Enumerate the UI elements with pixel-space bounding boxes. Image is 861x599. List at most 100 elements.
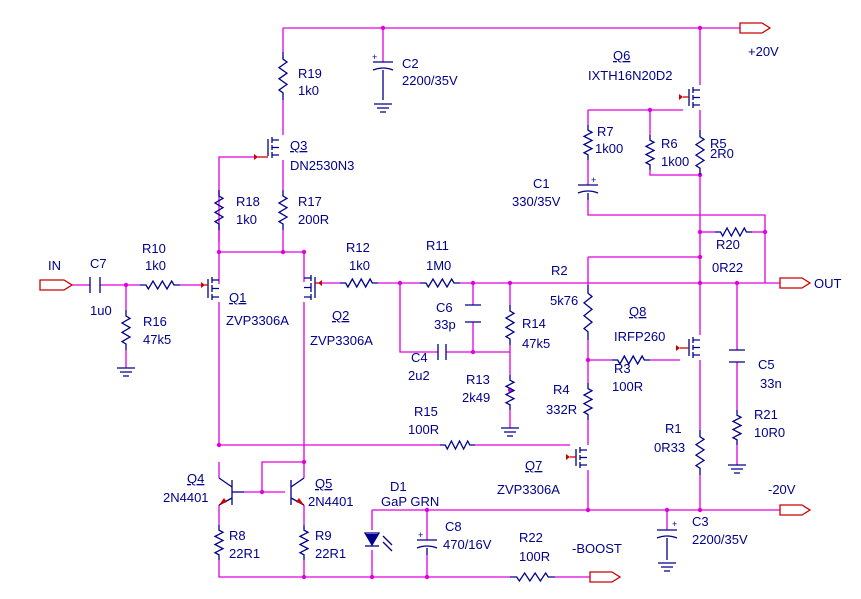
r8-value-label: 22R1 — [229, 546, 260, 561]
q1-mosfet — [201, 277, 219, 300]
mosfets — [201, 87, 700, 468]
c2-value-label: 2200/35V — [402, 73, 458, 88]
port-vpos: +20V — [739, 22, 779, 59]
q3-ref-label: Q3 — [290, 138, 307, 153]
r6-resistor — [644, 135, 656, 170]
r7-value-label: 1k00 — [595, 141, 623, 156]
r18-resistor — [213, 190, 225, 230]
r11-value-label: 1M0 — [426, 258, 451, 273]
q5-transistor — [290, 477, 305, 506]
r10-ref-label: R10 — [142, 241, 166, 256]
q7-mosfet — [566, 447, 587, 468]
r17-resistor — [277, 190, 289, 230]
r16-value-label: 47k5 — [143, 332, 171, 347]
ground-symbols — [117, 367, 746, 474]
q7-value-label: ZVP3306A — [497, 482, 560, 497]
r18-value-label: 1k0 — [236, 212, 257, 227]
r1-resistor — [694, 430, 706, 475]
c5-value-label: 33n — [760, 376, 782, 391]
c6-capacitor — [465, 304, 481, 323]
svg-text:+: + — [372, 52, 377, 62]
c4-ref-label: C4 — [411, 350, 428, 365]
q6-ref-label: Q6 — [613, 48, 630, 63]
d1-led — [363, 532, 393, 552]
r17-value-label: 200R — [298, 212, 329, 227]
c1-ref-label: C1 — [533, 176, 550, 191]
r12-resistor — [340, 277, 378, 289]
c8-capacitor: + — [416, 530, 438, 555]
r15-resistor — [440, 439, 475, 451]
svg-text:+: + — [672, 519, 677, 529]
d1-value-label: GaP GRN — [381, 494, 439, 509]
r6-ref-label: R6 — [661, 136, 678, 151]
d1-ref-label: D1 — [390, 479, 407, 494]
q7-ref-label: Q7 — [525, 458, 542, 473]
r19-resistor — [277, 52, 289, 100]
r4-value-label: 332R — [546, 402, 577, 417]
r14-value-label: 47k5 — [522, 336, 550, 351]
r7-resistor — [582, 125, 594, 160]
q2-value-label: ZVP3306A — [310, 333, 373, 348]
q8-value-label: IRFP260 — [614, 329, 665, 344]
r9-resistor — [298, 525, 310, 560]
r16-resistor — [120, 310, 132, 350]
q2-ref-label: Q2 — [332, 308, 349, 323]
c5-ref-label: C5 — [758, 357, 775, 372]
q2-mosfet — [304, 275, 322, 300]
svg-text:+: + — [591, 175, 596, 185]
c2-ref-label: C2 — [402, 56, 419, 71]
port-out-label: OUT — [814, 276, 842, 291]
r10-value-label: 1k0 — [145, 258, 166, 273]
c7-capacitor — [89, 277, 101, 293]
c6-value-label: 33p — [434, 317, 456, 332]
q5-value-label: 2N4401 — [308, 494, 354, 509]
q1-ref-label: Q1 — [229, 290, 246, 305]
c7-value-label: 1u0 — [90, 303, 112, 318]
r20-resistor — [715, 226, 752, 238]
r7-ref-label: R7 — [597, 124, 614, 139]
r8-resistor — [213, 525, 225, 560]
c5-capacitor — [729, 349, 745, 363]
q6-value-label: IXTH16N20D2 — [588, 68, 673, 83]
svg-text:+: + — [418, 530, 423, 540]
r19-ref-label: R19 — [298, 66, 322, 81]
q3-mosfet — [254, 137, 279, 160]
r20-ref-label: R20 — [716, 237, 740, 252]
c6-ref-label: C6 — [436, 300, 453, 315]
port-vneg: -20V — [768, 482, 812, 516]
r20-value-label: 0R22 — [712, 260, 743, 275]
port-out: OUT — [779, 276, 842, 291]
junction-dots — [123, 25, 768, 580]
r16-ref-label: R16 — [143, 314, 167, 329]
r11-ref-label: R11 — [426, 238, 449, 253]
c3-value-label: 2200/35V — [692, 532, 748, 547]
q4-ref-label: Q4 — [187, 471, 204, 486]
r14-resistor — [504, 305, 516, 345]
c3-capacitor: + — [656, 519, 677, 572]
r12-ref-label: R12 — [346, 240, 370, 255]
q8-ref-label: Q8 — [629, 304, 646, 319]
r5-ref-label: R5 — [710, 136, 727, 151]
r11-resistor — [420, 277, 460, 289]
c1-value-label: 330/35V — [512, 194, 561, 209]
r8-ref-label: R8 — [229, 528, 246, 543]
component-labels: R191k0C22200/35VQ3DN2530N3R181k0R17200RC… — [90, 48, 785, 564]
q1-value-label: ZVP3306A — [226, 313, 289, 328]
c2-capacitor: + — [372, 52, 394, 113]
r2-value-label: 5k76 — [550, 293, 578, 308]
q5-ref-label: Q5 — [315, 476, 332, 491]
c8-ref-label: C8 — [445, 519, 462, 534]
r21-ref-label: R21 — [754, 407, 778, 422]
r9-value-label: 22R1 — [315, 546, 346, 561]
c4-value-label: 2u2 — [408, 368, 430, 383]
r18-ref-label: R18 — [236, 194, 260, 209]
r1-value-label: 0R33 — [654, 440, 685, 455]
r19-value-label: 1k0 — [298, 83, 319, 98]
r5-resistor — [694, 130, 706, 175]
r15-ref-label: R15 — [414, 404, 438, 419]
port-boost-label: -BOOST — [572, 541, 622, 556]
port-in: IN — [39, 258, 74, 291]
q4-transistor — [218, 477, 244, 506]
q4-value-label: 2N4401 — [163, 490, 209, 505]
